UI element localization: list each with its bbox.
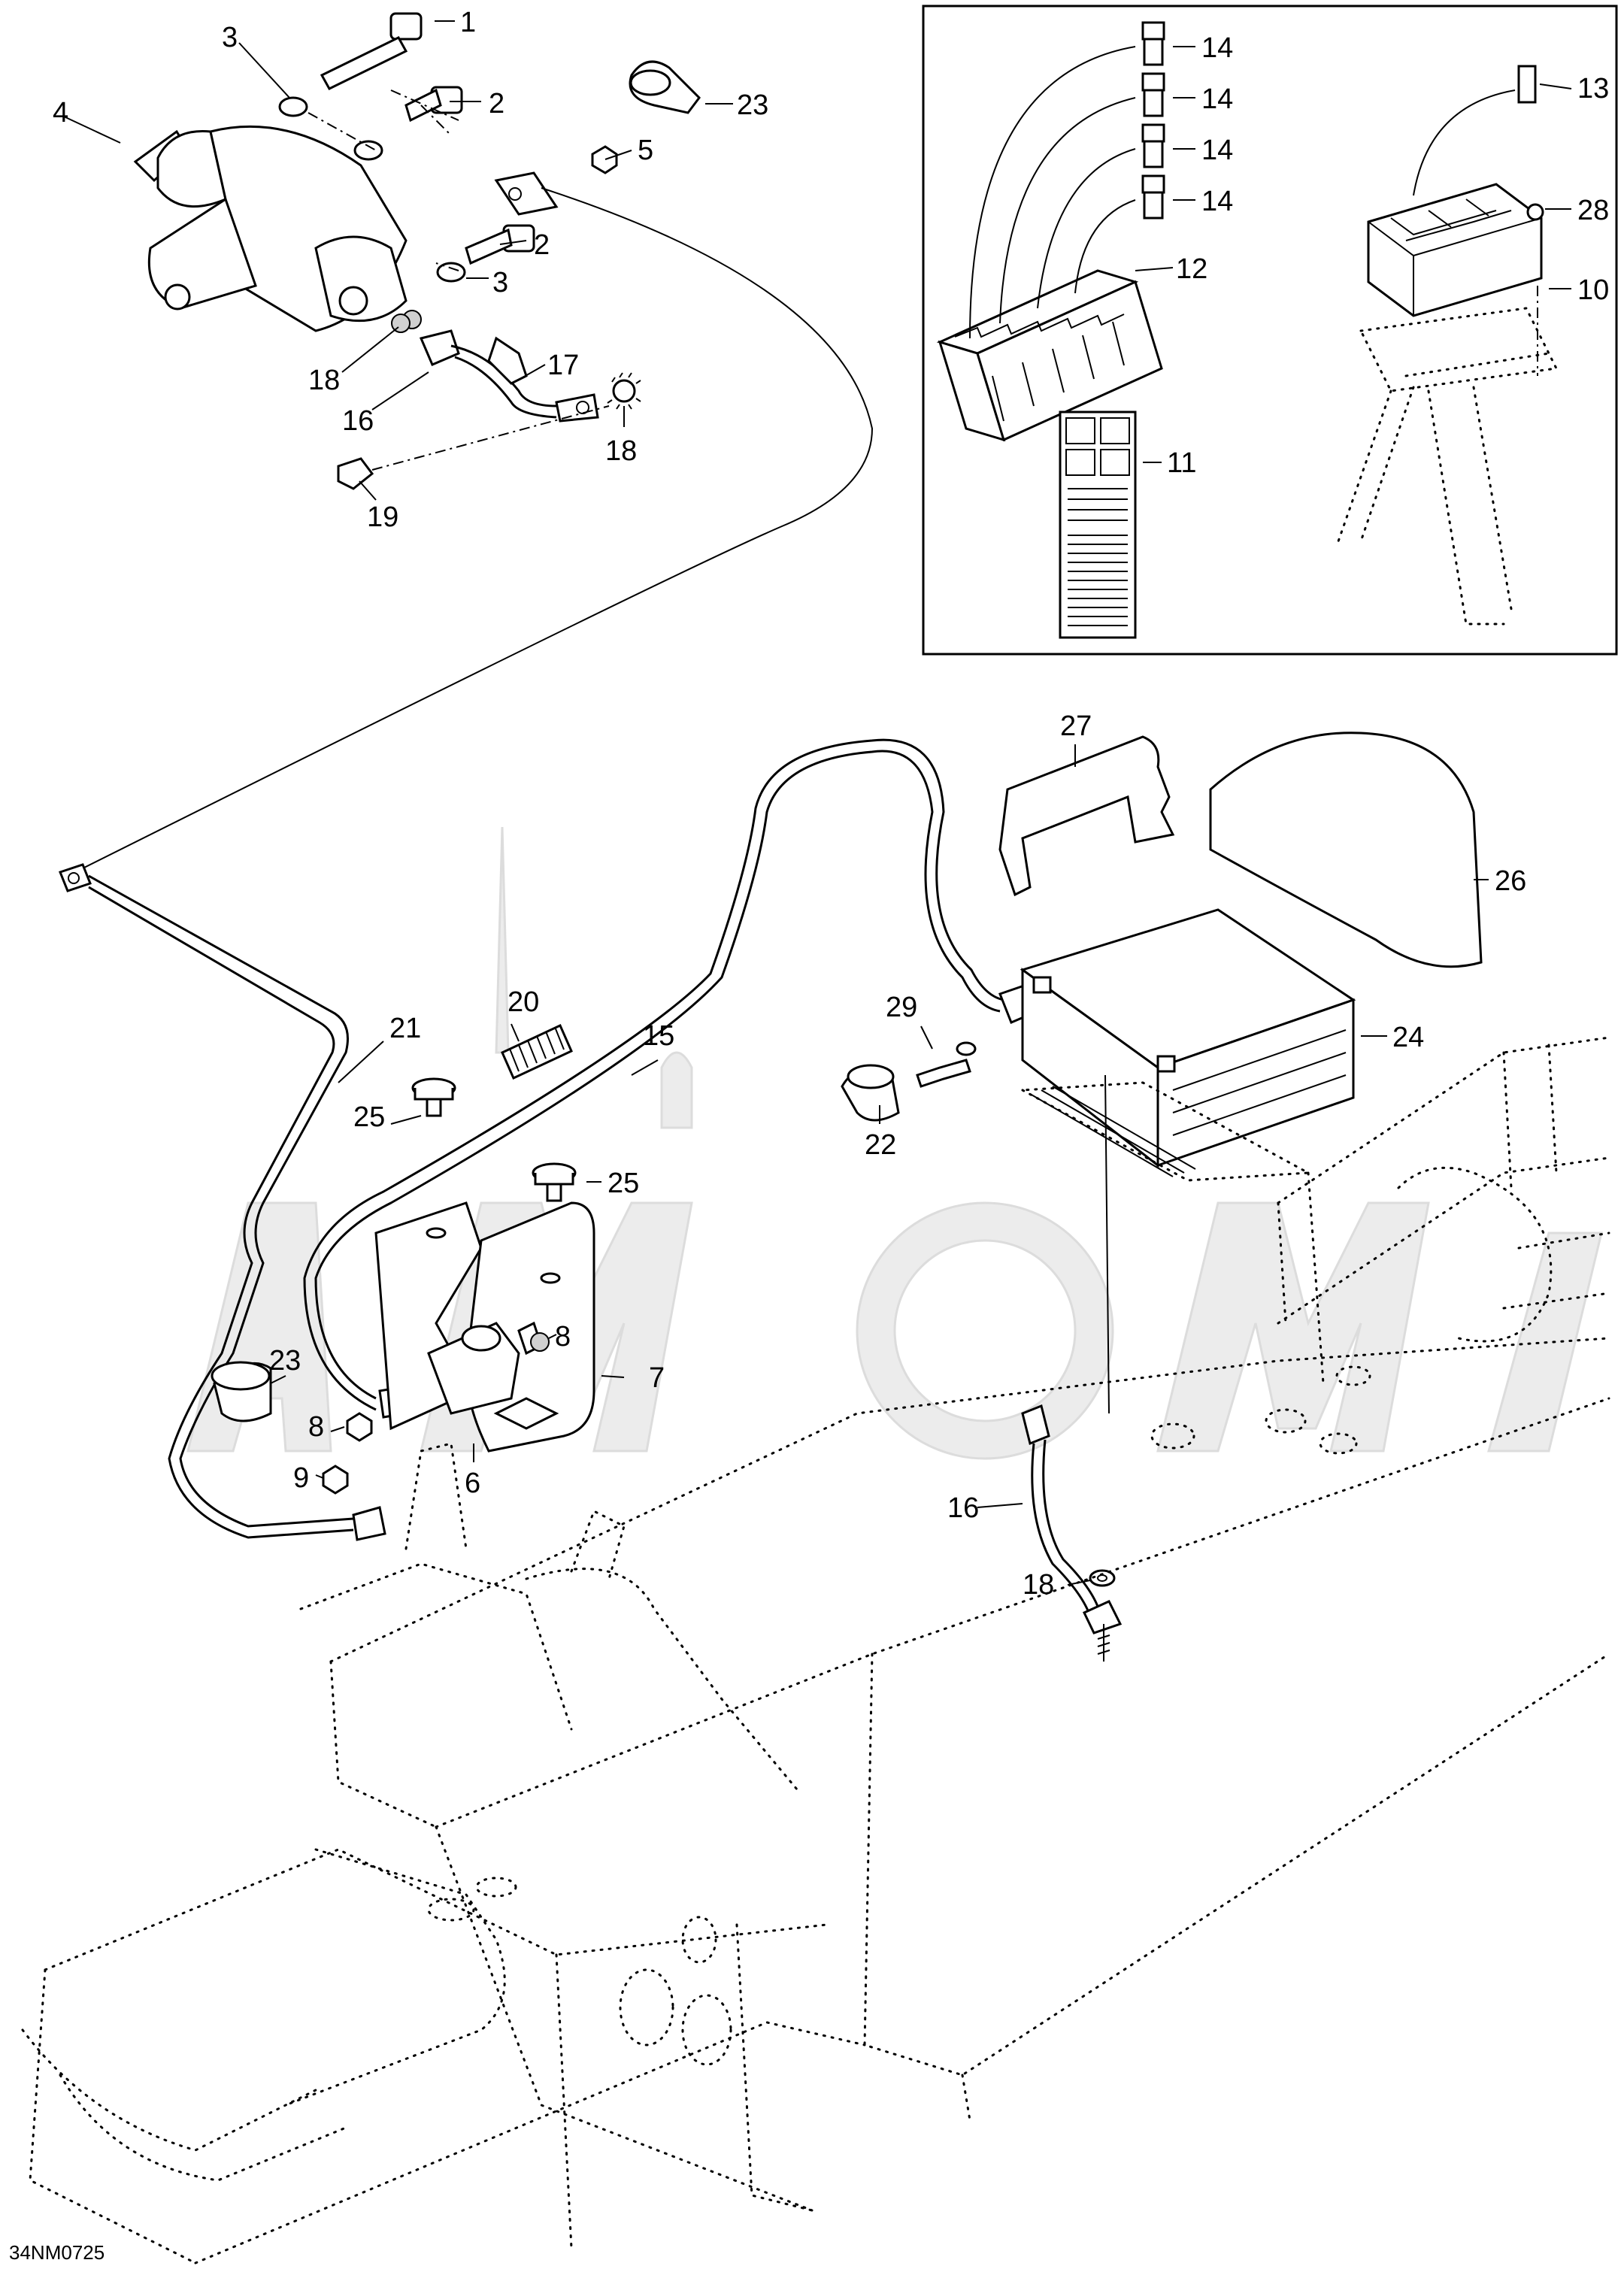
- callout-22: 22: [865, 1129, 896, 1161]
- fuse-box-cover: [936, 269, 1163, 442]
- starter-motor: [133, 125, 422, 332]
- callout-19: 19: [367, 501, 398, 533]
- callout-3: 3: [492, 267, 508, 298]
- callout-10: 10: [1577, 274, 1609, 306]
- battery-assembly: [841, 732, 1483, 1182]
- bumpers: [411, 1077, 577, 1202]
- callout-4: 4: [53, 97, 68, 129]
- callout-23: 23: [737, 89, 768, 121]
- callout-8: 8: [555, 1321, 571, 1353]
- spring: [501, 1023, 573, 1080]
- callout-13: 13: [1577, 73, 1609, 105]
- callout-16: 16: [947, 1492, 979, 1524]
- callout-14: 14: [1201, 135, 1233, 166]
- callout-2: 2: [534, 229, 550, 261]
- callout-18: 18: [308, 365, 340, 396]
- callout-29: 29: [886, 992, 917, 1023]
- solenoid-hardware: [211, 1361, 373, 1495]
- starter-cable-leader: [74, 187, 874, 873]
- callout-24: 24: [1392, 1022, 1424, 1053]
- callout-21: 21: [389, 1013, 421, 1044]
- chassis-frame: [21, 1036, 1610, 2264]
- fuse-label-sheet: [1059, 410, 1137, 639]
- callout-23: 23: [269, 1345, 301, 1377]
- callout-16: 16: [342, 405, 374, 437]
- inset-frame: [922, 5, 1618, 656]
- callout-12: 12: [1176, 253, 1207, 285]
- callout-3: 3: [222, 22, 238, 53]
- ground-cable-bottom: [1021, 1074, 1123, 1662]
- solenoid-assembly: [374, 1201, 595, 1453]
- callout-14: 14: [1201, 83, 1233, 115]
- callout-7: 7: [649, 1362, 665, 1394]
- callout-14: 14: [1201, 186, 1233, 217]
- callout-11: 11: [1167, 447, 1196, 479]
- callout-1: 1: [460, 7, 476, 38]
- terminal-boot-top: [494, 60, 701, 216]
- callout-labels: 1 2 2 3 3 4 5 6 7 8 8 9 10 11 12 13 14 1…: [9, 7, 1609, 2264]
- callout-15: 15: [643, 1020, 674, 1052]
- leader-lines: [63, 20, 1572, 1586]
- callout-14: 14: [1201, 32, 1233, 64]
- fuse-block-assembly: [1337, 65, 1559, 626]
- callout-27: 27: [1060, 710, 1092, 742]
- callout-25: 25: [353, 1101, 385, 1133]
- ground-cable-top: [337, 314, 641, 490]
- callout-8: 8: [308, 1411, 324, 1443]
- callout-6: 6: [465, 1468, 480, 1499]
- starter-bolts: [278, 12, 535, 283]
- callout-26: 26: [1495, 865, 1526, 897]
- callout-2: 2: [489, 88, 504, 120]
- callout-18: 18: [1023, 1569, 1054, 1601]
- callout-25: 25: [607, 1168, 639, 1199]
- callout-18: 18: [605, 435, 637, 467]
- fuses: [969, 21, 1165, 339]
- positive-cable: [59, 863, 386, 1541]
- callout-17: 17: [547, 350, 579, 381]
- callout-20: 20: [508, 986, 539, 1018]
- diagram-code: 34NM0725: [9, 2241, 105, 2264]
- callout-9: 9: [293, 1462, 309, 1494]
- callout-5: 5: [638, 135, 653, 166]
- callout-28: 28: [1577, 195, 1609, 226]
